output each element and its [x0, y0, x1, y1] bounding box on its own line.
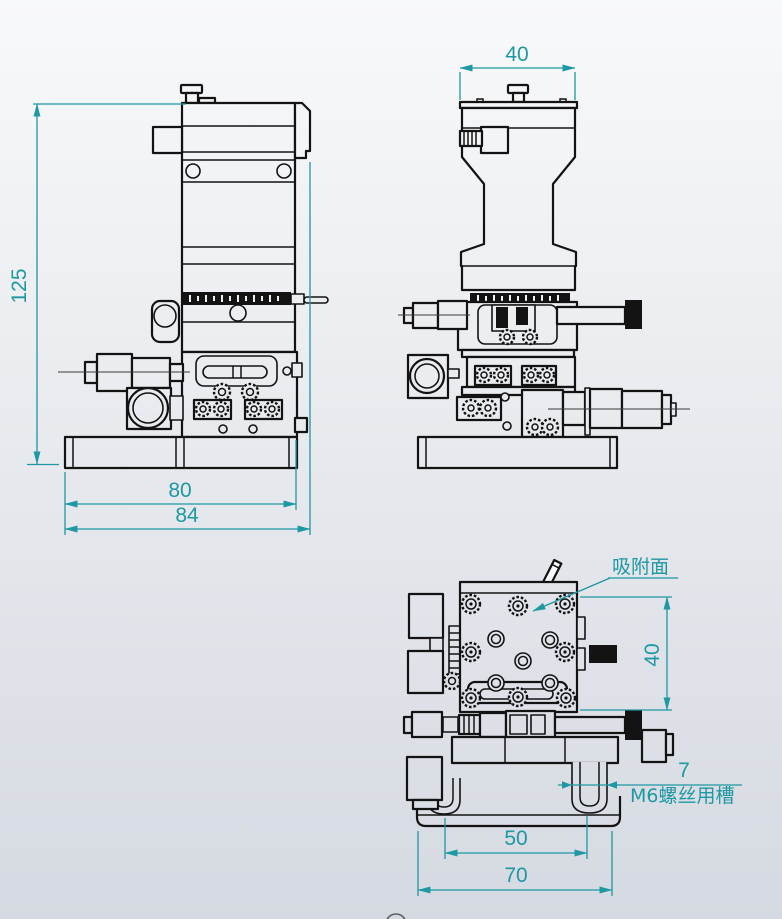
bottom-view [402, 558, 675, 828]
vacuum-holes [487, 630, 559, 692]
dim-side-top-width: 40 [505, 43, 528, 66]
front-left-bracket [150, 299, 181, 344]
mount-screws [460, 593, 577, 709]
dim-bottom-base-width: 70 [504, 864, 527, 887]
side-top-knob [506, 83, 530, 104]
bottom-dimensions: 吸附面 40 7 M6螺丝用槽 50 70 [417, 556, 742, 896]
dim-front-height: 125 [8, 268, 31, 303]
label-m6-screw-slot: M6螺丝用槽 [630, 785, 734, 807]
bottom-base-plate [415, 796, 622, 828]
side-set-screw [589, 645, 617, 663]
front-top-knob [179, 83, 217, 105]
side-body-column [458, 98, 579, 292]
front-x-micrometer [58, 352, 190, 393]
suction-face-leader [532, 577, 611, 612]
front-stage-block [180, 350, 303, 439]
front-vernier-scale [182, 292, 329, 305]
side-stage-tier2 [460, 348, 577, 389]
front-dimensions: 125 80 84 [8, 103, 311, 535]
clipped-circle-artifact [386, 913, 406, 919]
m6-slot-right [571, 762, 608, 814]
bottom-lower-assembly [402, 709, 675, 828]
front-base-plate [63, 416, 309, 470]
side-x-micrometer [548, 387, 690, 436]
side-view [398, 83, 690, 470]
dim-bottom-slot-pitch: 50 [504, 827, 527, 850]
suction-face-plate [458, 580, 617, 714]
dim-front-overall-width: 84 [175, 504, 199, 527]
bottom-left-assembly [406, 592, 462, 695]
dim-bottom-slot-width: 7 [678, 759, 690, 782]
side-base-plate [416, 435, 619, 470]
side-y-micrometer [398, 299, 642, 331]
dim-bottom-face-size: 40 [641, 643, 664, 666]
side-dimensions: 40 [459, 43, 576, 100]
dim-front-base-width: 80 [168, 479, 191, 502]
label-suction-face: 吸附面 [612, 556, 669, 578]
front-view [58, 83, 329, 470]
front-adjust-knob [125, 386, 184, 431]
side-left-knob [406, 353, 460, 400]
